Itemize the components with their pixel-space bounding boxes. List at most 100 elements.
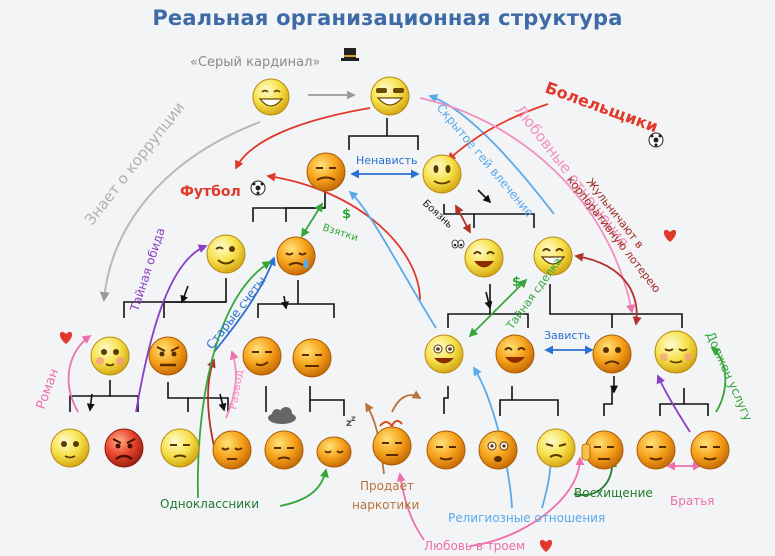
arrow-romance [67,334,92,413]
arrow-threesome [396,472,425,541]
faces [50,76,730,470]
label-bribes: Взятки [321,222,359,244]
tree-line [512,399,559,416]
zzz-icon: z z [346,414,356,429]
label-knows-corruption: Знает о коррупции [81,98,188,228]
tree-line [348,118,388,150]
label-cheat-lottery: Жульничают вкорпоративную лотерею [564,165,674,295]
arrow-sells-drugs [365,402,385,475]
arrow-knows-corruption [99,121,261,302]
face-cardinal-grin [370,76,410,116]
label-sells-drugs-2: наркотики [352,498,419,512]
tree-line [110,395,139,412]
tree-line [309,386,345,416]
face-laughing [464,238,504,278]
tree-line [163,301,226,318]
tree-line [612,313,683,328]
arrow-football [235,107,371,170]
face-bottom-blush [50,428,90,468]
face-crying [276,236,316,276]
arrow-classmates-2 [279,468,329,507]
face-bottom-brother-1 [636,430,676,470]
face-level2-right [422,154,462,194]
arrow-threesome-2 [469,456,585,547]
face-bottom-furious [104,428,144,468]
arrow-football-2 [266,172,421,301]
arrow-fans [446,103,549,162]
heart-icon [539,539,553,552]
label-threesome: Любовь в троем [424,539,525,553]
arrow-purple-right [656,374,691,433]
face-bottom-sulky [160,428,200,468]
tree-line [298,303,335,318]
face-bottom-burned [372,420,412,466]
face-bottom-calm [426,430,466,470]
label-secret-grudge: Тайная обида [127,226,167,314]
arrow-divorce [225,350,239,419]
label-romance: Роман [34,367,62,412]
tree-arrow [281,295,289,310]
label-religious: Религиозные отношения [448,511,605,525]
tree-arrow [477,189,492,204]
page-title: Реальная организационная структура [152,6,623,30]
tree-line [167,382,189,412]
face-bottom-sleepy [212,430,252,470]
tree-line [549,284,613,328]
tree-line [603,386,613,416]
tree-line [474,213,535,228]
arrow-light-blue [348,190,437,329]
face-level4-bored [292,338,332,378]
tree-line [188,397,229,412]
top-hat-icon [341,48,359,61]
arrow-dark-red [207,358,216,447]
face-rofl [495,334,535,374]
label-hatred: Ненависть [356,154,418,167]
soccer-ball-icon [648,132,664,148]
arrow-bribes [301,202,323,238]
tree-line [684,403,709,416]
arrow-hidden-gay [428,94,555,215]
tree-line [69,380,111,412]
face-level2-left [306,152,346,192]
face-blushing [90,336,130,376]
arrow-classmates [196,261,272,499]
face-bottom-brother-2 [690,430,730,470]
dollar-icon: $ [342,207,351,222]
eyes-icon [451,239,465,249]
face-bottom-shocked [478,430,518,470]
label-admiration: Восхищение [574,486,653,500]
tree-arrow [180,285,189,304]
label-sells-drugs-1: Продает [360,479,414,493]
arrow-secret-deal [468,278,528,338]
heart-icon [59,331,73,344]
face-winking [206,234,246,274]
face-bottom-smug [536,428,576,468]
label-cheat-lottery-text: Жульничают вкорпоративную лотерею [564,165,674,295]
face-bottom-sleeping [316,436,352,468]
label-football: Футбол [180,184,241,200]
tree-line [387,135,419,150]
face-content [654,330,698,374]
relation-arrows [67,90,727,547]
face-bottom-tired [264,430,304,470]
label-divorce: Развод [226,368,246,410]
tree-line [443,386,449,414]
soccer-ball-icon [250,180,266,196]
svg-text:z: z [351,414,356,423]
label-envy: Зависть [544,329,590,342]
tree-line [499,386,513,416]
face-angry [148,336,188,376]
face-big-grin [533,236,573,276]
arrow-sells-drugs-2 [391,390,422,413]
face-level4-smirk [242,336,282,376]
tree-arrow [86,393,95,412]
label-gray-cardinal: «Серый кардинал» [190,55,320,70]
arrow-owes-favor [710,346,727,413]
tree-arrow [218,393,227,412]
face-worried [592,334,632,374]
label-brothers: Братья [670,494,714,508]
label-classmates: Одноклассники [160,497,259,511]
arrow-secret-grudge [135,244,208,413]
face-bottom-hand [581,430,624,470]
svg-text:z: z [346,418,352,429]
